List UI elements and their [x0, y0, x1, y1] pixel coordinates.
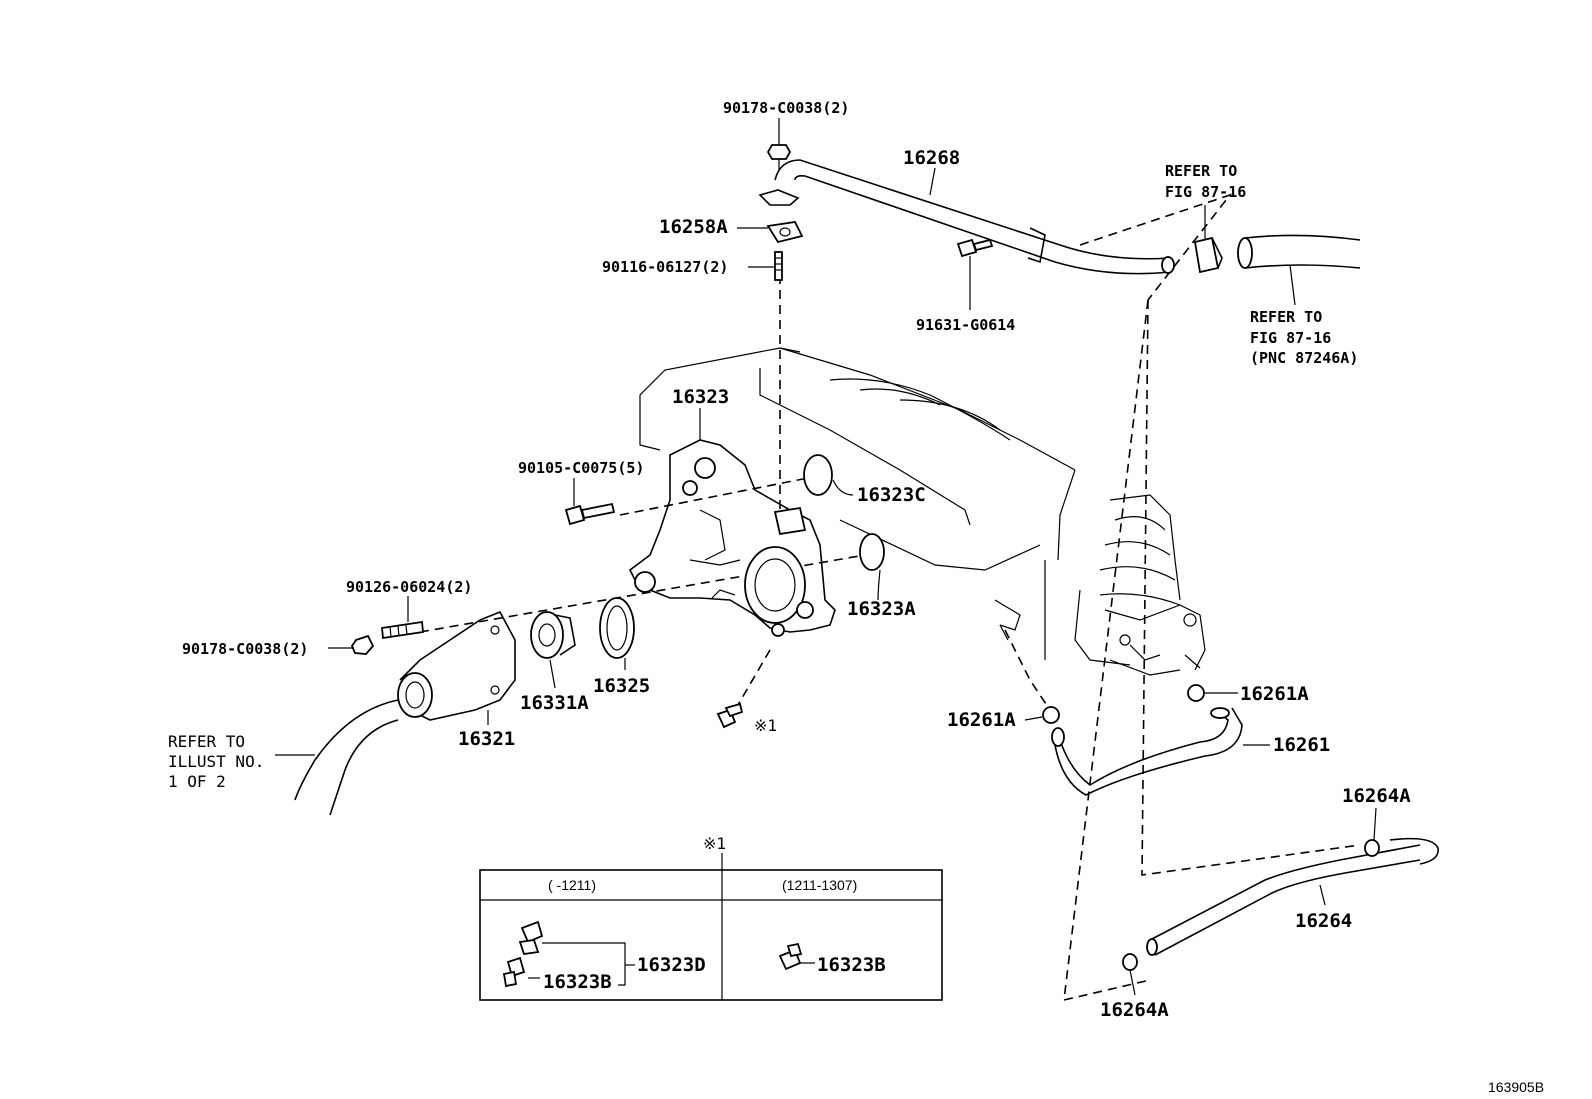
solid-leader-lines: [275, 118, 1377, 996]
drain-plug-mark1: [716, 702, 744, 729]
water-inlet-housing-16323: [628, 439, 836, 637]
clamp-16261a-left: [1042, 706, 1060, 724]
water-bypass-pipe-16268: [758, 159, 1175, 275]
label-90105: 90105-C0075(5): [518, 459, 644, 477]
label-16261a-left: 16261A: [947, 709, 1016, 731]
label-mark-note: ※1: [754, 716, 777, 735]
inset-marker: ※1: [703, 834, 726, 853]
label-refer-illust-line3: 1 OF 2: [168, 772, 226, 791]
radiator-hose-lower-left: [294, 699, 399, 816]
label-16325: 16325: [593, 675, 650, 697]
label-16323c: 16323C: [857, 484, 926, 506]
label-refer-fig-right-line2: FIG 87-16: [1250, 329, 1331, 347]
label-90126: 90126-06024(2): [346, 578, 472, 596]
label-16258a: 16258A: [659, 216, 728, 238]
bolt-90105: [564, 502, 616, 526]
inset-table: ※1 ( -1211) (1211-1307) 16323D 16323B 16…: [479, 834, 943, 1001]
gasket-16325: [599, 597, 635, 659]
figure-number: 163905B: [1488, 1079, 1544, 1095]
clamp-16264a-bottom: [1122, 953, 1138, 971]
label-refer-fig-top-line1: REFER TO: [1165, 162, 1237, 180]
label-91631: 91631-G0614: [916, 316, 1015, 334]
label-16321: 16321: [458, 728, 515, 750]
inset-label-16323b-right: 16323B: [817, 954, 886, 976]
stud-90116: [774, 251, 783, 281]
label-16261: 16261: [1273, 734, 1330, 756]
label-90178-top: 90178-C0038(2): [723, 99, 849, 117]
clamp-16261a-right: [1187, 684, 1205, 702]
label-16323a: 16323A: [847, 598, 916, 620]
engine-block-outline: [639, 347, 1076, 660]
water-outlet-16321: [397, 610, 516, 721]
bolt-91631: [956, 238, 994, 258]
stud-90126: [381, 620, 424, 640]
radiator-hose-upper-right: [1237, 234, 1361, 269]
label-refer-fig-right-line3: (PNC 87246A): [1250, 349, 1358, 367]
label-16264: 16264: [1295, 910, 1352, 932]
label-16264a-bottom: 16264A: [1100, 999, 1169, 1021]
inset-column-header-left: ( -1211): [548, 877, 596, 893]
o-ring-16323c: [803, 454, 833, 496]
inset-label-16323b-left: 16323B: [543, 971, 612, 993]
label-90178-left: 90178-C0038(2): [182, 640, 308, 658]
label-90116: 90116-06127(2): [602, 258, 728, 276]
label-16264a-top: 16264A: [1342, 785, 1411, 807]
label-16323: 16323: [672, 386, 729, 408]
thermostat-16331a: [530, 611, 576, 659]
clamp-16264a-top: [1364, 839, 1380, 857]
o-ring-16323a: [859, 533, 885, 571]
part-labels: 90178-C0038(2) 16268 16258A 90116-06127(…: [168, 99, 1544, 1095]
inset-label-16323d: 16323D: [637, 954, 706, 976]
nut-90178-top: [766, 144, 792, 170]
hose-16264: [1146, 837, 1439, 956]
hose-16261: [1051, 707, 1243, 796]
label-refer-fig-top-line2: FIG 87-16: [1165, 183, 1246, 201]
label-16261a-right: 16261A: [1240, 683, 1309, 705]
gasket-16258a: [766, 221, 804, 244]
label-16268: 16268: [903, 147, 960, 169]
inset-table-frame: [479, 869, 943, 1001]
label-refer-fig-right-line1: REFER TO: [1250, 308, 1322, 326]
label-refer-illust-line1: REFER TO: [168, 732, 245, 751]
hose-clamp-upper-right: [1193, 236, 1223, 274]
inset-column-header-right: (1211-1307): [782, 877, 857, 893]
label-16331a: 16331A: [520, 692, 589, 714]
nut-90178-left: [350, 634, 375, 655]
throttle-body-outline: [1074, 494, 1206, 676]
label-refer-illust-line2: ILLUST NO.: [168, 752, 264, 771]
